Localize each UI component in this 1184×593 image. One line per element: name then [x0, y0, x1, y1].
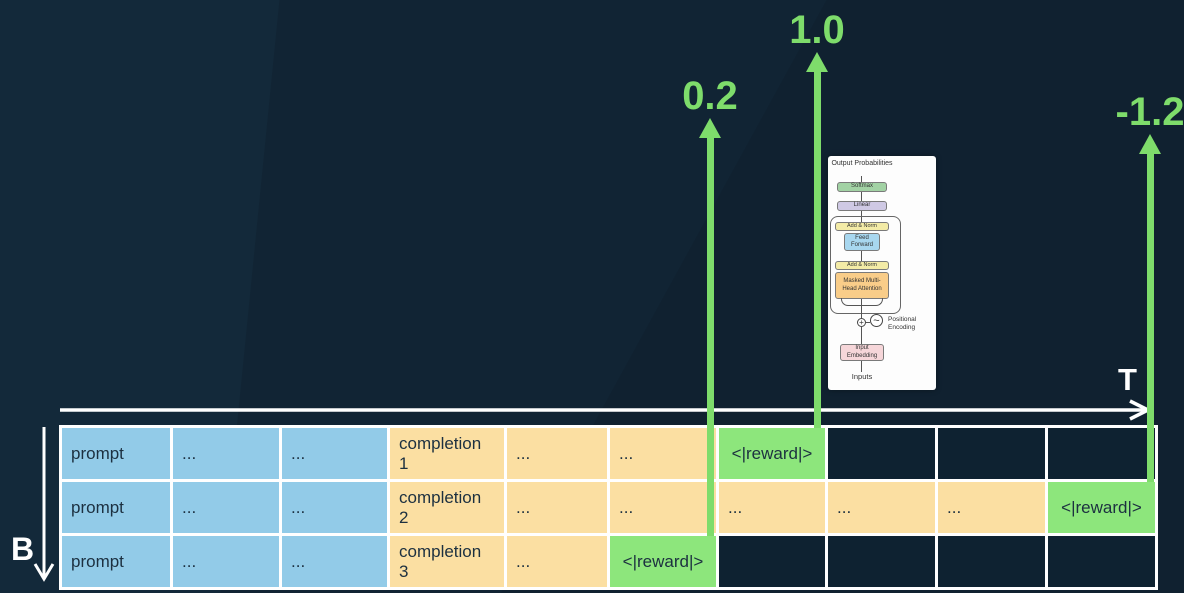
masked-attention-box: Masked Multi-Head Attention [835, 272, 889, 299]
token-cell-r2-c2: ... [173, 482, 279, 533]
connector-line [861, 192, 862, 201]
token-cell-r2-c5: ... [507, 482, 607, 533]
linear-box: Linear [837, 201, 887, 211]
token-cell-r2-c3: ... [282, 482, 387, 533]
reward-arrow-row2: -1.2 [1108, 92, 1184, 482]
token-cell-r3-c5: ... [507, 536, 607, 587]
token-cell-r3-c1: prompt [62, 536, 170, 587]
arrow-line [706, 138, 714, 536]
token-cell-r2-c6: ... [610, 482, 716, 533]
token-cell-r2-c7: ... [719, 482, 825, 533]
transformer-diagram: Output Probabilities Softmax Linear Add … [828, 156, 936, 390]
token-cell-r2-c4: completion 2 [390, 482, 504, 533]
connector-line [861, 176, 862, 182]
token-cell-r3-c8 [828, 536, 935, 587]
arrow-line [813, 72, 821, 428]
input-embedding-box: Input Embedding [840, 344, 884, 361]
reward-value-row1: 1.0 [789, 8, 845, 52]
plus-circle-icon: + [857, 318, 866, 327]
reward-arrow-row1: 1.0 [775, 10, 859, 428]
connector-line [861, 299, 862, 318]
token-cell-r2-c8: ... [828, 482, 935, 533]
batch-axis-arrow [33, 427, 55, 582]
token-cell-r1-c6: ... [610, 428, 716, 479]
token-cell-r1-c3: ... [282, 428, 387, 479]
token-cell-r2-c1: prompt [62, 482, 170, 533]
connector-line [861, 361, 862, 372]
token-cell-r3-c9 [938, 536, 1045, 587]
arrow-up-icon [1139, 134, 1161, 154]
token-cell-r3-c2: ... [173, 536, 279, 587]
token-cell-r1-c1: prompt [62, 428, 170, 479]
token-cell-r1-c5: ... [507, 428, 607, 479]
arrow-line [1146, 154, 1154, 482]
token-cell-r1-c9 [938, 428, 1045, 479]
arrow-up-icon [806, 52, 828, 72]
token-cell-r3-c7 [719, 536, 825, 587]
token-cell-r1-c7: <|reward|> [719, 428, 825, 479]
positional-encoding-label: Positional Encoding [888, 316, 917, 331]
decoder-block-outline [830, 216, 901, 314]
add-norm-box: Add & Norm [835, 222, 889, 231]
token-table: prompt......completion 1......<|reward|>… [59, 425, 1158, 590]
token-cell-r2-c9: ... [938, 482, 1045, 533]
token-cell-r1-c2: ... [173, 428, 279, 479]
reward-value-row2: -1.2 [1115, 90, 1184, 134]
time-axis-label: T [1118, 362, 1137, 397]
connector-line [861, 251, 862, 261]
token-cell-r1-c8 [828, 428, 935, 479]
reward-arrow-row3: 0.2 [668, 76, 752, 536]
output-probabilities-label: Output Probabilities [831, 160, 893, 167]
token-cell-r3-c6: <|reward|> [610, 536, 716, 587]
time-axis-arrow [60, 399, 1152, 421]
sine-wave-icon: ~ [870, 314, 883, 327]
feed-forward-box: Feed Forward [844, 233, 880, 251]
token-cell-r2-c10: <|reward|> [1048, 482, 1155, 533]
token-cell-r1-c4: completion 1 [390, 428, 504, 479]
token-cell-r3-c10 [1048, 536, 1155, 587]
softmax-box: Softmax [837, 182, 887, 192]
token-cell-r3-c4: completion 3 [390, 536, 504, 587]
add-norm-box: Add & Norm [835, 261, 889, 270]
arrow-up-icon [699, 118, 721, 138]
inputs-label: Inputs [851, 372, 873, 381]
reward-value-row3: 0.2 [682, 74, 738, 118]
connector-line [861, 327, 862, 344]
token-cell-r1-c10 [1048, 428, 1155, 479]
connector-line [866, 322, 870, 323]
token-cell-r3-c3: ... [282, 536, 387, 587]
batch-axis-label: B [11, 531, 35, 567]
